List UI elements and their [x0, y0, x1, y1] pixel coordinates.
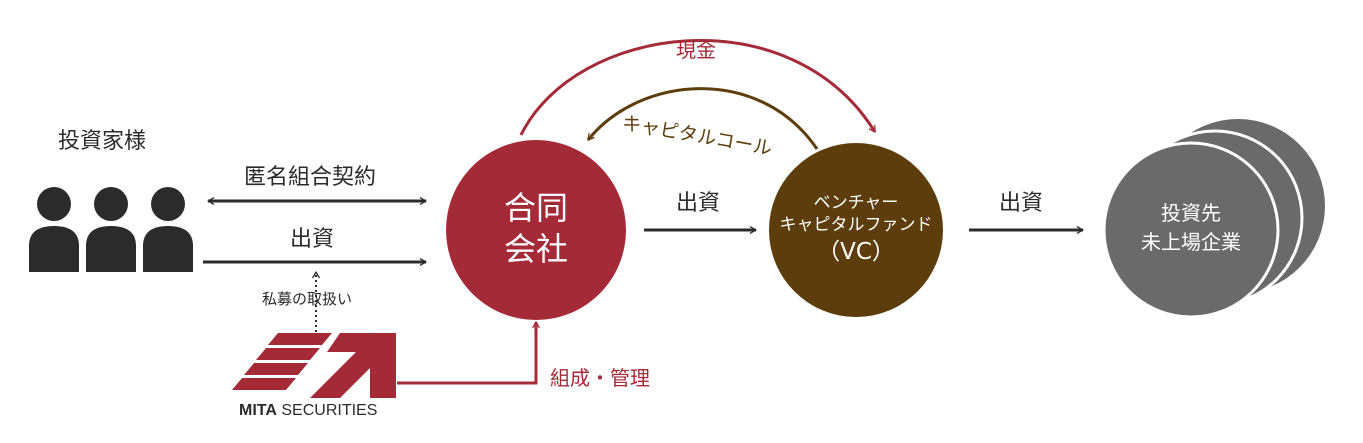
private-placement-label: 私募の取扱い	[262, 290, 353, 308]
vc-circle	[769, 143, 943, 317]
invest-right-label: 出資	[999, 191, 1044, 216]
investors-icon	[29, 187, 193, 272]
vc-label: ベンチャー キャピタルファンド （VC）	[776, 192, 936, 268]
management-arrow	[397, 321, 540, 385]
cash-arrow	[519, 39, 877, 136]
godo-kaisha-line2: 会社	[503, 230, 568, 268]
invest-mid-label: 出資	[676, 191, 721, 216]
mita-logo-text: MITA SECURITIES	[239, 403, 377, 419]
godo-kaisha-circle	[446, 140, 626, 320]
godo-kaisha-line1: 合同	[503, 189, 568, 227]
cash-label: 現金	[676, 38, 716, 62]
mita-logo-mark	[232, 333, 396, 398]
portfolio-line2: 未上場企業	[1141, 230, 1241, 254]
capital-call-arrow	[586, 87, 819, 150]
vc-line2: キャピタルファンド	[779, 215, 933, 235]
mita-logo-text-rest: SECURITIES	[276, 402, 378, 419]
vc-line3: （VC）	[817, 239, 895, 265]
vc-line1: ベンチャー	[813, 193, 899, 213]
portfolio-label: 投資先 未上場企業	[1131, 199, 1251, 257]
contract-label: 匿名組合契約	[244, 165, 377, 190]
portfolio-line1: 投資先	[1161, 201, 1221, 225]
investors-label: 投資家様	[58, 129, 147, 154]
mita-logo-text-bold: MITA	[239, 402, 277, 419]
godo-kaisha-label: 合同 会社	[476, 188, 596, 270]
invest-left-label: 出資	[290, 227, 335, 252]
management-label: 組成・管理	[550, 366, 650, 390]
portfolio-circles	[1102, 119, 1325, 319]
